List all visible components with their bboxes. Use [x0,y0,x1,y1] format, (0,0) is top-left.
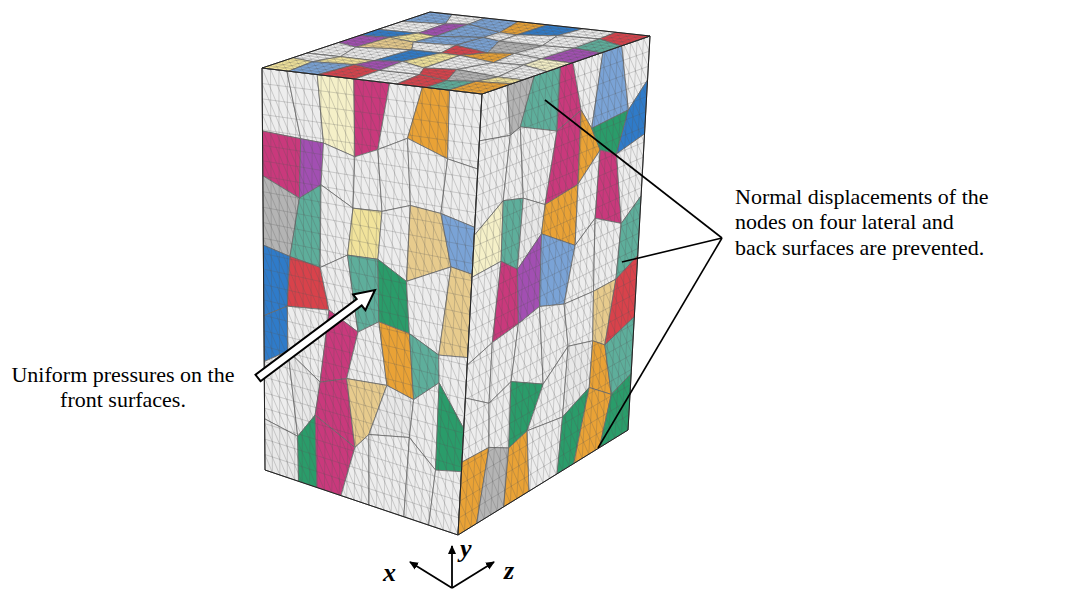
axis-label: z [504,556,514,586]
leader-line [622,238,722,262]
polycrystal-cube [262,12,650,535]
cube-face [262,68,482,535]
pressure-arrow [256,290,376,381]
cube-edge [262,12,650,94]
grain [439,267,473,358]
axis-label: x [383,558,396,588]
mesh-lines [262,68,482,535]
grain [441,214,475,275]
boundary-note: Normal displacements of the nodes on fou… [735,184,993,260]
axes [410,546,494,588]
grain [317,75,355,157]
leader-lines [545,100,722,448]
grain [298,415,317,487]
grain [503,127,523,201]
x-axis [410,562,452,588]
grain [489,382,511,448]
leader-line [545,100,722,238]
cube-face [458,36,650,535]
y-axis [451,546,453,588]
grain [429,470,462,535]
mesh-lines [262,12,650,94]
cube-edge [262,68,482,535]
cube-face [262,12,650,94]
load-note: Uniform pressures on the front surfaces. [8,362,238,413]
axis-label: y [460,534,472,564]
cube-edge [458,36,650,535]
grain [564,218,595,304]
mesh-lines [458,36,650,535]
z-axis [452,562,494,588]
leader-line [598,238,722,448]
